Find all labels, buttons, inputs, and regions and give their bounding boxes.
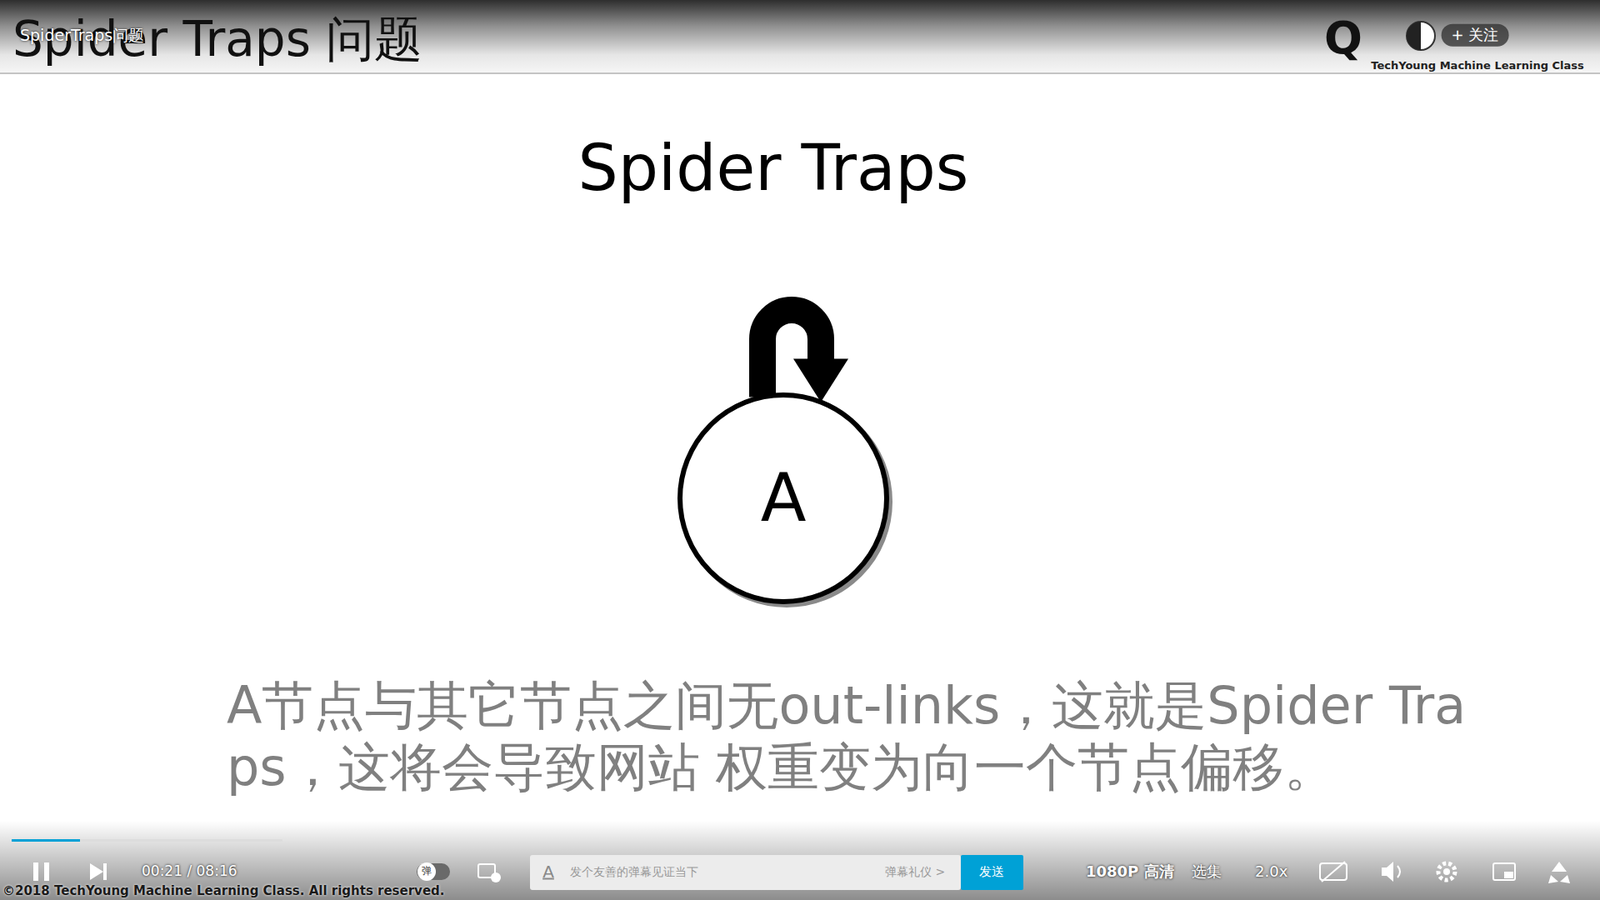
pip-icon bbox=[1493, 863, 1515, 880]
quality-selector: 1080P 高清 bbox=[1085, 863, 1175, 881]
subtitle-slash bbox=[1321, 861, 1345, 882]
danmaku-toggle bbox=[416, 863, 450, 880]
danmaku-placeholder: 发个友善的弹幕见证当下 bbox=[570, 865, 699, 879]
font-icon: A bbox=[542, 862, 555, 882]
danmaku-etiquette: 弹幕礼仪 > bbox=[885, 865, 945, 879]
settings-hub bbox=[1443, 868, 1450, 875]
section-heading: Spider Traps bbox=[578, 131, 970, 205]
node-text-holder: A bbox=[677, 392, 890, 605]
slide-caption: A节点与其它节点之间无out-links，这就是Spider Traps，这将会… bbox=[226, 675, 1485, 800]
danmaku-toggle-text: 弹 bbox=[421, 865, 432, 878]
pause-bar bbox=[33, 862, 39, 881]
avatar-half bbox=[1406, 21, 1421, 50]
episode-selector: 选集 bbox=[1191, 863, 1222, 881]
volume-wave bbox=[1397, 865, 1400, 878]
copyright-notice: ©2018 TechYoung Machine Learning Class. … bbox=[2, 884, 445, 899]
circle-border bbox=[680, 395, 887, 602]
circle-node: A bbox=[677, 392, 890, 605]
speed-selector: 2.0x bbox=[1255, 863, 1288, 881]
progress-fill bbox=[11, 839, 80, 842]
pause-bar bbox=[44, 862, 50, 881]
danmaku-input bbox=[530, 855, 961, 890]
time-display: 00:21 / 08:16 bbox=[141, 863, 238, 880]
header-rule bbox=[0, 72, 1600, 75]
logo-subtitle: TechYoung Machine Learning Class bbox=[1370, 60, 1584, 73]
pip-inner bbox=[1504, 871, 1514, 879]
follow-button: + 关注 bbox=[1441, 24, 1510, 47]
progress-track bbox=[11, 839, 283, 842]
logo-mark: Q bbox=[1324, 12, 1363, 65]
next-icon bbox=[90, 863, 104, 880]
danmaku-settings-gear bbox=[490, 872, 501, 883]
volume-icon bbox=[1381, 861, 1394, 882]
fullscreen-icon bbox=[1548, 861, 1570, 884]
header-bar bbox=[0, 0, 1600, 74]
settings-gear bbox=[1438, 863, 1455, 880]
avatar-icon bbox=[1406, 21, 1435, 50]
self-loop-arrow bbox=[762, 310, 849, 402]
danmaku-knob bbox=[417, 862, 436, 881]
node-label: A bbox=[760, 465, 807, 532]
video-title-overlay: SpiderTraps问题 bbox=[20, 26, 145, 45]
send-button bbox=[960, 855, 1024, 890]
player-gradient bbox=[0, 820, 1600, 900]
next-bar bbox=[103, 863, 107, 880]
send-button-text: 发送 bbox=[979, 865, 1005, 880]
